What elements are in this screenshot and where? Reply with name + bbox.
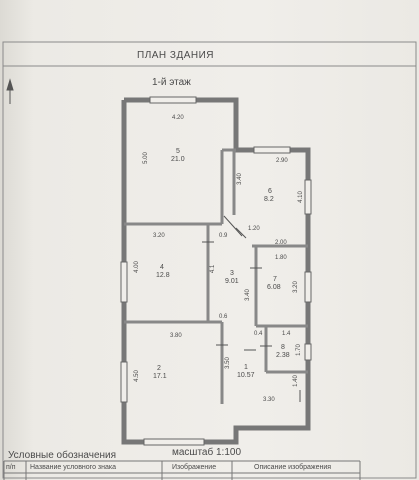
window [120, 261, 128, 303]
room-area: 17.1 [153, 373, 167, 380]
floor-label: 1-й этаж [152, 77, 191, 88]
dimension-label: 3.20 [153, 233, 165, 239]
north-arrow-icon [6, 78, 14, 104]
window [304, 271, 312, 303]
legend-header-image: Изображение [172, 464, 217, 471]
room-area: 9.01 [225, 278, 239, 285]
room-number: 5 [176, 148, 180, 155]
door [235, 227, 247, 239]
door [223, 215, 243, 237]
room-area: 21.0 [171, 156, 185, 163]
window [253, 146, 291, 154]
room-area: 12.8 [156, 272, 170, 279]
sheet-title: ПЛАН ЗДАНИЯ [137, 50, 215, 61]
window [304, 179, 312, 215]
room-area: 2.38 [276, 352, 290, 359]
legend-header-description: Описание изображения [254, 464, 332, 471]
room-number: 8 [281, 344, 285, 351]
dimension-label: 2.90 [276, 158, 288, 164]
dimension-label: 2.00 [275, 240, 287, 246]
window [304, 343, 312, 361]
dimension-label: 1.80 [275, 255, 287, 261]
dimension-label: 1.4 [282, 331, 291, 337]
legend-title: Условные обозначения [8, 450, 117, 461]
dimension-label: 0.4 [254, 331, 263, 337]
scale-label: масштаб 1:100 [172, 447, 242, 458]
room-area: 8.2 [264, 196, 274, 203]
room-area: 6.08 [267, 284, 281, 291]
room-number: 1 [244, 364, 248, 371]
room-number: 4 [160, 264, 164, 271]
dimension-label: 0.6 [219, 314, 228, 320]
room-number: 2 [157, 365, 161, 372]
dimension-label: 4.20 [172, 115, 184, 121]
dimension-label: 0.9 [219, 233, 228, 239]
room-area: 10.57 [237, 372, 255, 379]
window [149, 96, 197, 104]
room-number: 6 [268, 188, 272, 195]
room-number: 3 [230, 270, 234, 277]
dimension-label: 3.30 [263, 397, 275, 403]
legend-header-num: п/п [6, 464, 16, 471]
dimension-label: 3.80 [170, 333, 182, 339]
dimension-label: 1.20 [248, 226, 260, 232]
window [120, 361, 128, 403]
room-number: 7 [273, 276, 277, 283]
window [143, 438, 205, 446]
legend-header-name: Название условного знака [30, 464, 116, 471]
